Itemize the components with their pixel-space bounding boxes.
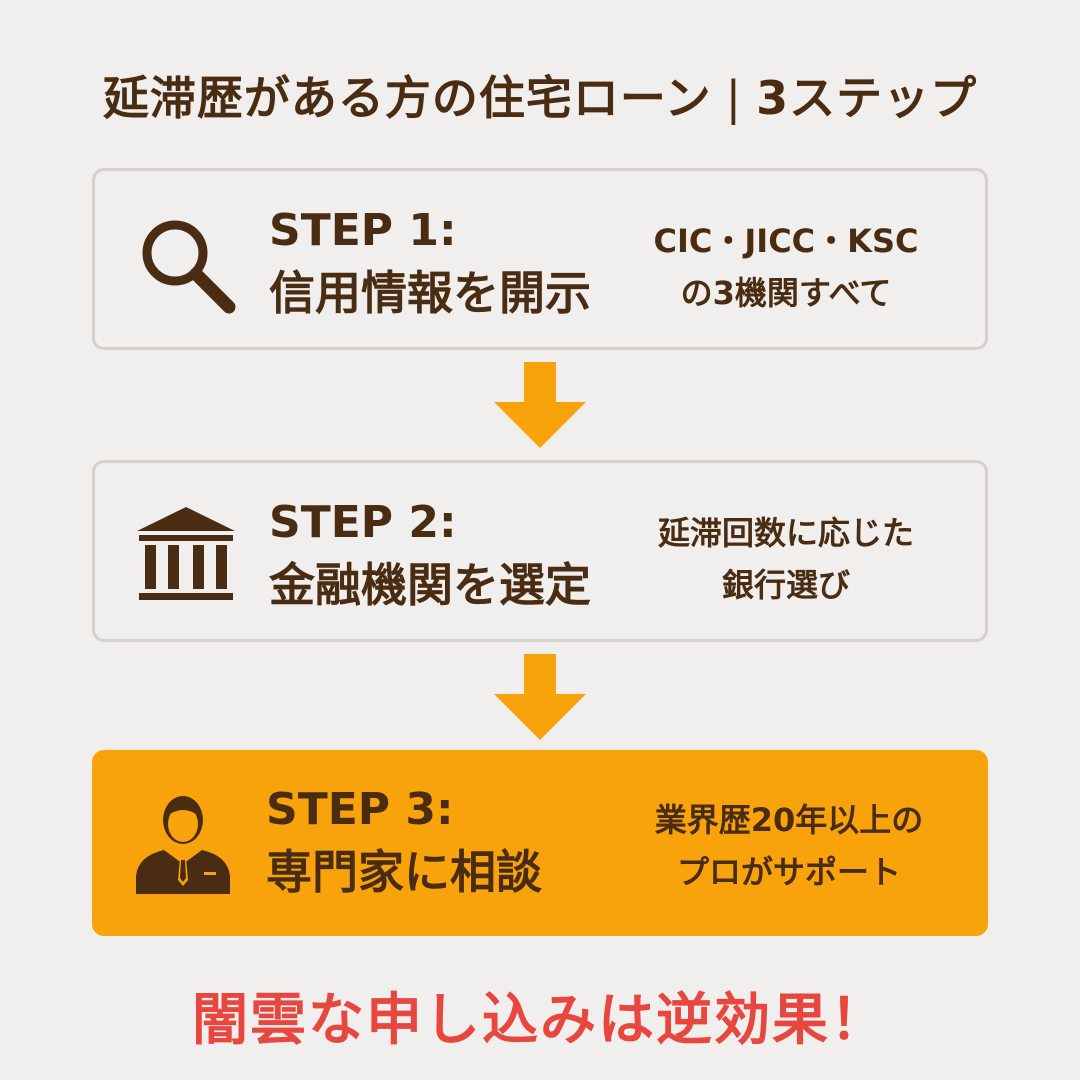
warning-message: 闇雲な申し込みは逆効果！ [192, 988, 888, 1053]
step-note-line: 業界歴20年以上の [654, 801, 924, 839]
step-note-line: 銀行選び [721, 566, 850, 604]
title-suffix: 3ステップ [756, 71, 978, 125]
step-note: CIC・JICC・KSC の3機関すべて [621, 215, 951, 319]
step-note-line: の3機関すべて [680, 274, 892, 312]
arrow-down-icon [494, 654, 586, 740]
step-label: STEP 1: [269, 205, 457, 256]
magnifier-icon [142, 220, 236, 314]
step-note-line: プロがサポート [676, 853, 901, 891]
page-title: 延滞歴がある方の住宅ローン|3ステップ [0, 62, 1080, 128]
arrow-down-icon [494, 362, 586, 448]
step-name: 金融機関を選定 [269, 558, 591, 612]
step-note-line: 延滞回数に応じた [657, 514, 914, 552]
step-name: 専門家に相談 [266, 845, 542, 899]
step-label: STEP 3: [266, 784, 454, 835]
businessman-icon [136, 796, 230, 894]
step-note: 業界歴20年以上の プロがサポート [624, 794, 954, 898]
step-note: 延滞回数に応じた 銀行選び [621, 507, 951, 611]
step-note-line: CIC・JICC・KSC [653, 222, 919, 260]
bank-icon [137, 507, 235, 600]
title-separator: | [725, 71, 743, 125]
step-name: 信用情報を開示 [269, 266, 591, 320]
step-card-1: STEP 1: 信用情報を開示 CIC・JICC・KSC の3機関すべて [92, 168, 988, 350]
step-card-2: STEP 2: 金融機関を選定 延滞回数に応じた 銀行選び [92, 460, 988, 642]
step-card-3: STEP 3: 専門家に相談 業界歴20年以上の プロがサポート [92, 750, 988, 936]
title-main: 延滞歴がある方の住宅ローン [102, 71, 712, 125]
step-label: STEP 2: [269, 497, 457, 548]
